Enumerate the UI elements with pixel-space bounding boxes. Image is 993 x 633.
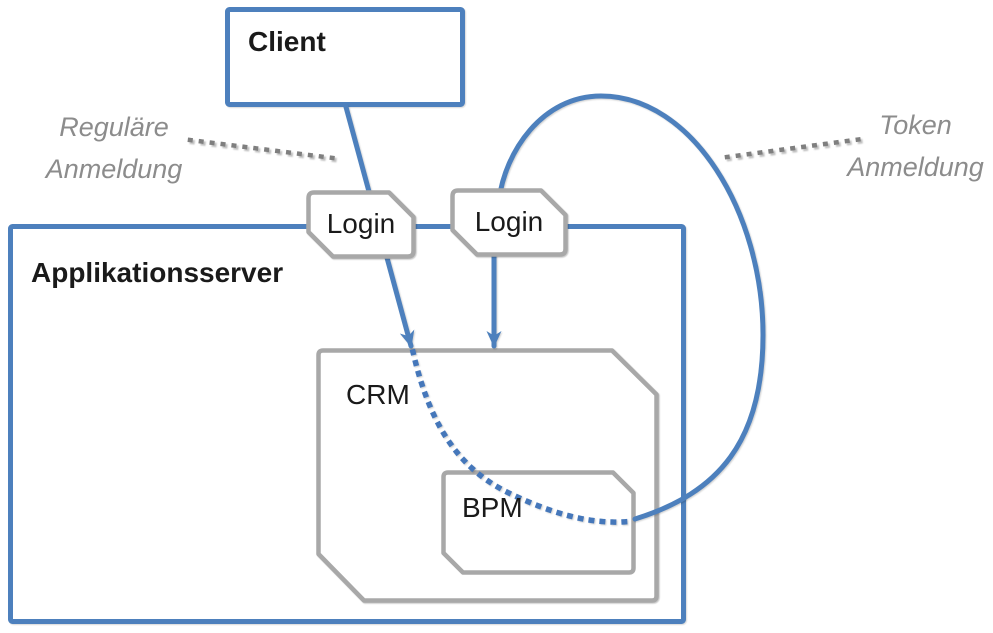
token-login-leader-line	[724, 136, 865, 160]
client-label: Client	[248, 26, 326, 57]
login-right-box	[450, 188, 568, 257]
client-box	[225, 7, 465, 107]
edge-token-curve	[496, 93, 766, 522]
regular-login-annotation: Reguläre Anmeldung	[34, 106, 194, 190]
login-left-label: Login	[326, 208, 396, 239]
crm-label: CRM	[346, 379, 410, 410]
token-login-line1: Token	[879, 110, 952, 140]
regular-login-line1: Reguläre	[59, 112, 169, 142]
bpm-box	[441, 470, 636, 575]
token-login-annotation: Token Anmeldung	[838, 104, 993, 188]
regular-login-leader-line	[187, 137, 336, 161]
bpm-label: BPM	[462, 492, 523, 523]
edge-session-dotted-curve	[409, 348, 638, 525]
application-server-label: Applikationsserver	[31, 257, 284, 288]
login-left-box	[306, 190, 416, 259]
regular-login-line2: Anmeldung	[45, 154, 183, 184]
token-login-line2: Anmeldung	[847, 152, 984, 182]
login-right-label: Login	[474, 206, 544, 237]
